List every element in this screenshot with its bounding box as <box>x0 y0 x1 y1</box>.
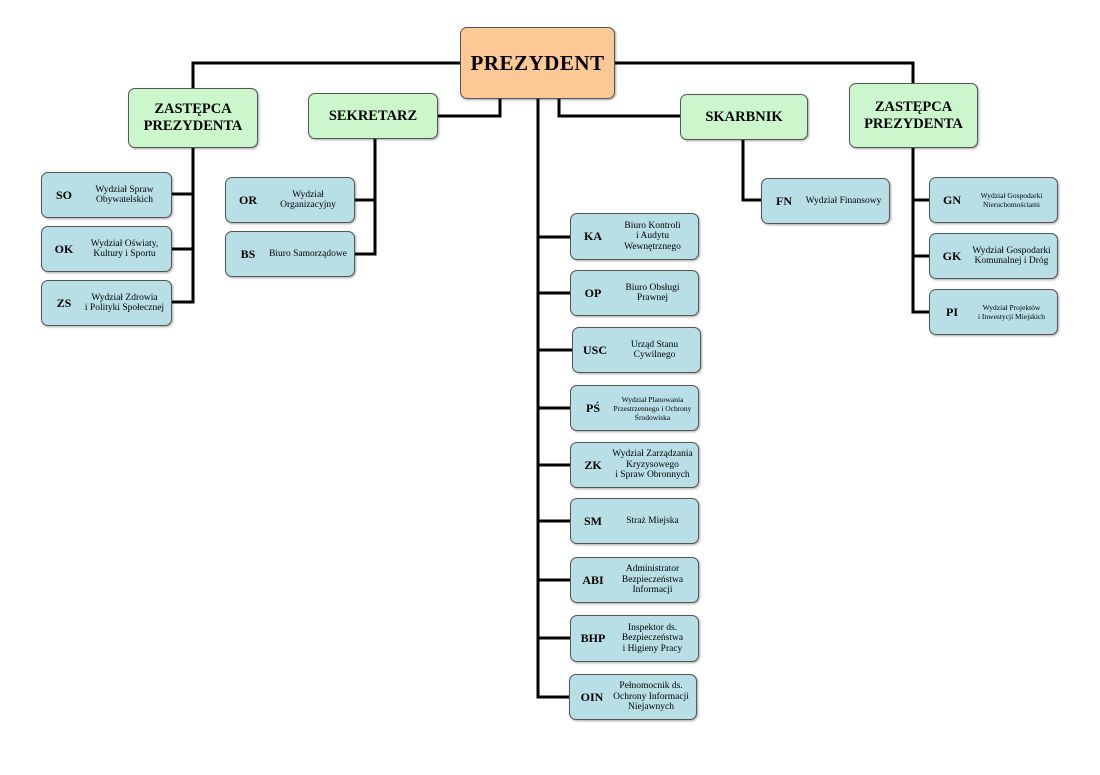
deputy-president-right-label: ZASTĘPCA PREZYDENTA <box>864 98 963 132</box>
unit-code: OR <box>239 192 257 207</box>
unit-name: Biuro Samorządowe <box>269 248 347 259</box>
unit-name: Wydział Oświaty, Kultury i Sportu <box>90 238 159 260</box>
unit-name: Wydział Spraw Obywatelskich <box>95 184 154 206</box>
unit-code: GN <box>943 192 961 207</box>
unit-code: OP <box>584 285 602 300</box>
unit-name: Administrator Bezpieczeństwa Informacji <box>621 564 684 596</box>
unit-code: PŚ <box>585 400 600 415</box>
unit-ka: KA Biuro Kontroli i Audytu Wewnętrznego <box>570 213 699 260</box>
unit-code: GK <box>942 248 962 263</box>
unit-name: Wydział Gospodarki Nieruchomościami <box>980 191 1043 209</box>
president-box: PREZYDENT <box>460 27 615 99</box>
unit-op: OP Biuro Obsługi Prawnej <box>570 270 699 316</box>
deputy-president-left-box: ZASTĘPCA PREZYDENTA <box>128 88 258 148</box>
deputy-president-left-label: ZASTĘPCA PREZYDENTA <box>143 101 243 134</box>
unit-ok: OK Wydział Oświaty, Kultury i Sportu <box>41 226 172 272</box>
unit-code: USC <box>582 342 607 357</box>
unit-name: Wydział Projektów i Inwestycji Miejskich <box>977 303 1046 321</box>
unit-code: OIN <box>580 689 604 704</box>
unit-name: Urząd Stanu Cywilnego <box>630 339 679 361</box>
unit-code: SM <box>584 513 602 528</box>
unit-name: Wydział Planowania Przestrzennego i Ochr… <box>613 394 692 422</box>
secretary-label: SEKRETARZ <box>328 107 418 124</box>
unit-abi: ABI Administrator Bezpieczeństwa Informa… <box>570 557 699 603</box>
deputy-president-right-box: ZASTĘPCA PREZYDENTA <box>849 83 978 148</box>
unit-code: FN <box>776 193 792 208</box>
unit-zs: ZS Wydział Zdrowia i Polityki Społecznej <box>41 280 172 326</box>
unit-name: Biuro Obsługi Prawnej <box>625 282 680 304</box>
treasurer-label: SKARBNIK <box>705 108 783 125</box>
unit-name: Wydział Zdrowia i Polityki Społecznej <box>84 292 165 314</box>
unit-name: Straż Miejska <box>626 515 679 526</box>
unit-code: BS <box>240 246 256 261</box>
secretary-box: SEKRETARZ <box>308 93 438 139</box>
unit-name: Wydział Gospodarki Komunalnej i Dróg <box>972 245 1051 267</box>
unit-code: PI <box>946 304 958 319</box>
unit-name: Pełnomocnik ds. Ochrony Informacji Nieja… <box>613 681 689 713</box>
unit-name: Inspektor ds. Bezpieczeństwa i Higieny P… <box>621 622 684 654</box>
unit-name: Wydział Zarządzania Kryzysowego i Spraw … <box>612 449 693 481</box>
unit-sm: SM Straż Miejska <box>570 498 699 544</box>
unit-name: Biuro Kontroli i Audytu Wewnętrznego <box>624 220 681 252</box>
unit-gn: GN Wydział Gospodarki Nieruchomościami <box>929 177 1058 223</box>
unit-so: SO Wydział Spraw Obywatelskich <box>41 172 172 218</box>
unit-usc: USC Urząd Stanu Cywilnego <box>572 327 701 373</box>
unit-name: Wydział Finansowy <box>805 195 882 206</box>
unit-ps: PŚ Wydział Planowania Przestrzennego i O… <box>570 385 699 431</box>
unit-bs: BS Biuro Samorządowe <box>225 231 355 277</box>
unit-or: OR Wydział Organizacyjny <box>225 177 355 223</box>
treasurer-box: SKARBNIK <box>680 94 808 140</box>
unit-fn: FN Wydział Finansowy <box>761 178 890 224</box>
unit-gk: GK Wydział Gospodarki Komunalnej i Dróg <box>929 233 1058 279</box>
unit-code: ZK <box>584 457 602 472</box>
unit-zk: ZK Wydział Zarządzania Kryzysowego i Spr… <box>570 442 699 488</box>
unit-code: BHP <box>580 631 606 645</box>
unit-name: Wydział Organizacyjny <box>280 189 336 211</box>
unit-code: OK <box>54 241 74 256</box>
unit-bhp: BHP Inspektor ds. Bezpieczeństwa i Higie… <box>570 615 699 662</box>
unit-code: SO <box>55 187 72 202</box>
unit-code: KA <box>584 229 602 243</box>
unit-pi: PI Wydział Projektów i Inwestycji Miejsk… <box>929 289 1058 335</box>
unit-code: ABI <box>582 572 604 587</box>
unit-code: ZS <box>56 295 72 310</box>
president-label: PREZYDENT <box>470 50 605 75</box>
unit-oin: OIN Pełnomocnik ds. Ochrony Informacji N… <box>569 674 697 720</box>
